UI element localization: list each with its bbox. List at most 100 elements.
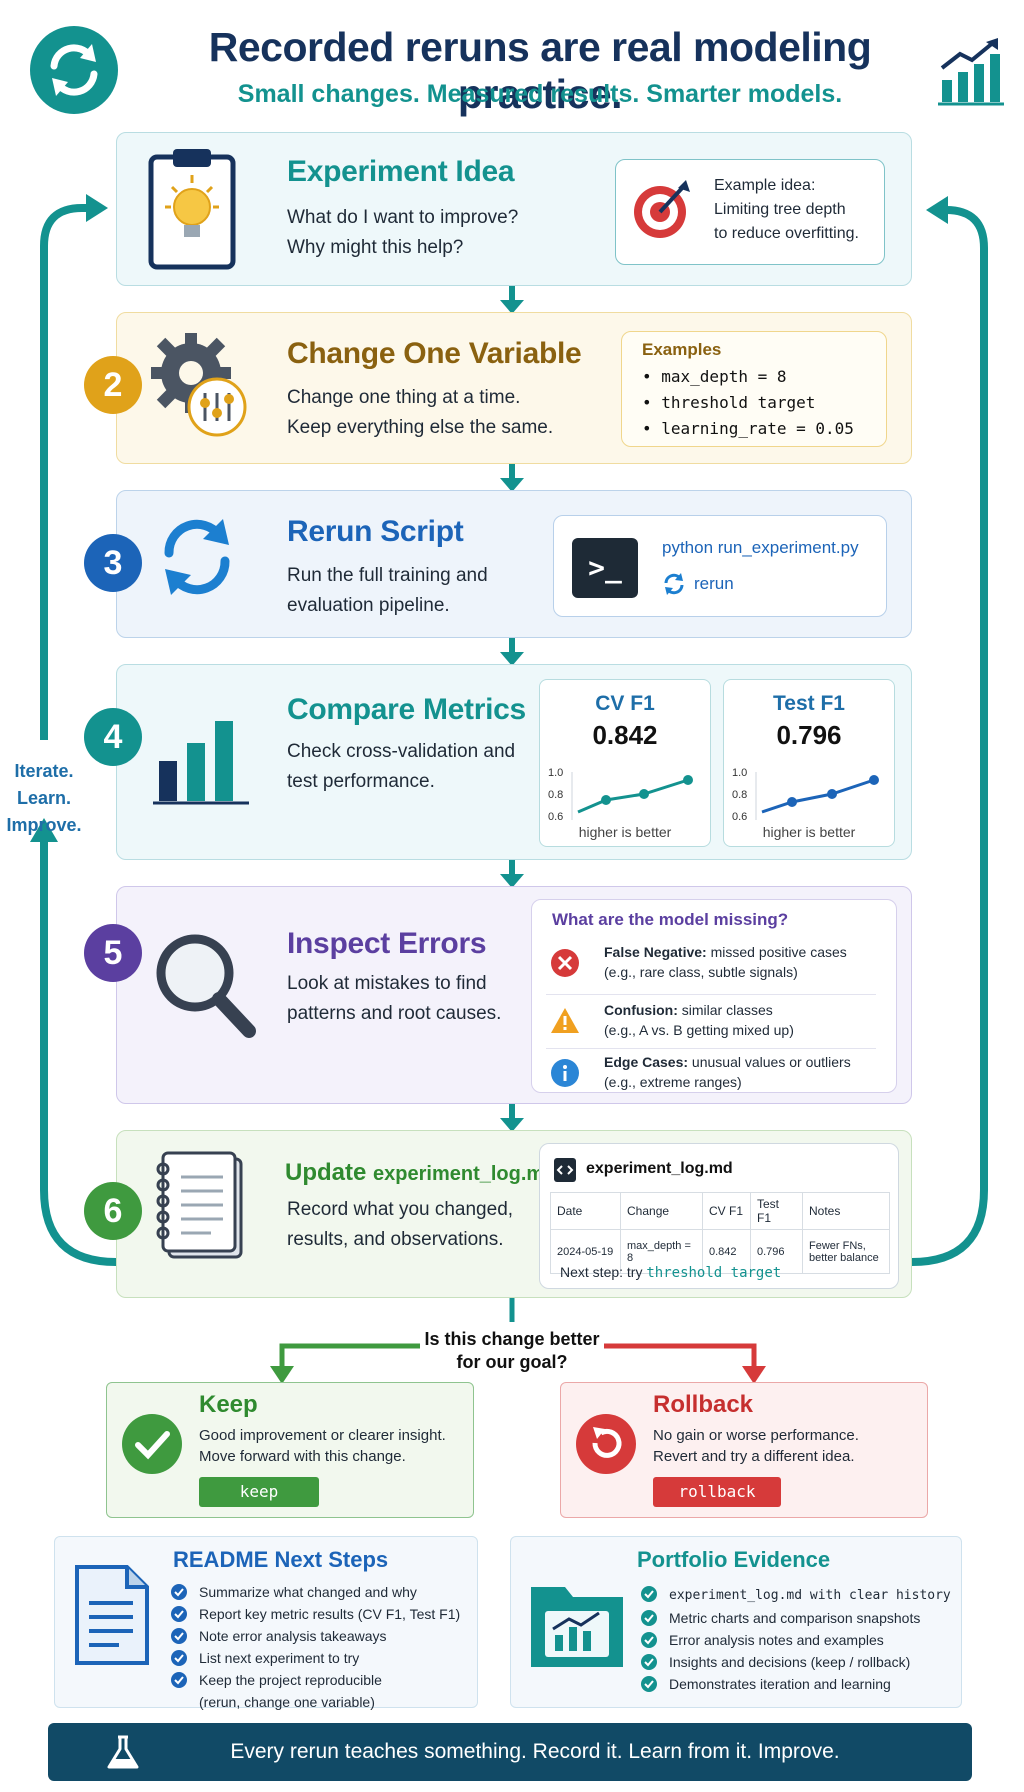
rollback-button[interactable]: rollback (653, 1477, 781, 1507)
error-item-false-negative: False Negative: missed positive cases (e… (546, 940, 876, 992)
log-table: Date Change CV F1 Test F1 Notes 2024-05-… (550, 1192, 890, 1274)
check-icon (171, 1584, 187, 1600)
page-title: Recorded reruns are real modeling practi… (208, 24, 872, 117)
check-icon (171, 1672, 187, 1688)
target-icon (630, 178, 692, 240)
table-header-row: Date Change CV F1 Test F1 Notes (550, 1192, 890, 1230)
list-item: Keep the project reproducible (171, 1669, 460, 1691)
metric-note: higher is better (762, 824, 856, 840)
mini-trend-chart: 1.0 0.8 0.6 (548, 767, 693, 822)
step-compare-metrics: Compare Metrics Check cross-validation a… (116, 664, 912, 860)
metric-value: 0.796 (776, 720, 842, 750)
step-number: 6 (84, 1182, 142, 1240)
keep-button[interactable]: keep (199, 1477, 319, 1507)
check-icon (641, 1654, 657, 1670)
table-row: 2024-05-19 max_depth = 8 0.842 0.796 Few… (550, 1229, 890, 1274)
folder-chart-icon (531, 1587, 623, 1667)
error-analysis-box: What are the model missing? False Negati… (531, 899, 897, 1093)
error-x-icon (551, 949, 579, 977)
example-idea-text: Example idea: Limiting tree depth to red… (714, 177, 859, 242)
examples-title: Examples (642, 340, 722, 359)
terminal-icon: >_ (572, 538, 638, 598)
step-title: Rerun Script (287, 515, 464, 548)
metric-label: Test F1 (773, 692, 845, 715)
refresh-icon (157, 515, 237, 599)
clipboard-lightbulb-icon (147, 145, 237, 271)
loop-label: Iterate. Learn. Improve. (6, 761, 82, 835)
footer-text: Every rerun teaches something. Record it… (230, 1740, 840, 1763)
warning-icon (551, 1008, 579, 1033)
check-icon (171, 1606, 187, 1622)
check-icon (641, 1676, 657, 1692)
portfolio-list: experiment_log.md with clear history Met… (641, 1583, 951, 1695)
gear-sliders-icon (147, 329, 247, 439)
step-rerun-script: Rerun Script Run the full training and e… (116, 490, 912, 638)
error-item-confusion: Confusion: similar classes (e.g., A vs. … (546, 998, 876, 1050)
metric-note: higher is better (578, 824, 672, 840)
next-step-text: Next step: try threshold target (560, 1264, 782, 1281)
footer-banner: Every rerun teaches something. Record it… (48, 1723, 972, 1781)
svg-text:0.8: 0.8 (732, 789, 747, 801)
step-title: Change One Variable (287, 337, 582, 370)
error-item-edge-cases: Edge Cases: unusual values or outliers (… (546, 1050, 876, 1102)
arrow-down-icon (500, 1104, 524, 1132)
rollback-description: No gain or worse performance. Revert and… (653, 1427, 859, 1465)
step-description: Record what you changed, results, and ob… (287, 1199, 514, 1250)
list-item: List next experiment to try (171, 1647, 460, 1669)
svg-text:1.0: 1.0 (548, 767, 563, 779)
list-item: Demonstrates iteration and learning (641, 1673, 951, 1695)
error-box-title: What are the model missing? (552, 910, 789, 929)
list-item: Error analysis notes and examples (641, 1629, 951, 1651)
step-description: Change one thing at a time. Keep everyth… (287, 387, 554, 438)
list-item-continuation: (rerun, change one variable) (199, 1694, 375, 1710)
step-description: Run the full training and evaluation pip… (287, 565, 488, 616)
metric-card-test-f1: Test F1 0.796 1.0 0.8 0.6 higher is bett… (723, 679, 895, 847)
examples-list: • max_depth = 8 • threshold target • lea… (642, 367, 854, 438)
growth-chart-icon (936, 36, 1006, 108)
check-icon (171, 1650, 187, 1666)
step-change-variable: Change One Variable Change one thing at … (116, 312, 912, 464)
keep-title: Keep (199, 1391, 258, 1418)
example-idea-bubble: Example idea: Limiting tree depth to red… (615, 159, 885, 265)
arrow-down-icon (500, 860, 524, 888)
metric-value: 0.842 (592, 720, 658, 750)
svg-text:1.0: 1.0 (732, 767, 747, 779)
info-icon (551, 1059, 579, 1087)
portfolio-title: Portfolio Evidence (637, 1547, 831, 1572)
keep-description: Good improvement or clearer insight. Mov… (199, 1427, 446, 1465)
bar-chart-icon (153, 711, 253, 809)
flask-icon (107, 1735, 139, 1769)
list-item: Insights and decisions (keep / rollback) (641, 1651, 951, 1673)
step-number: 4 (84, 708, 142, 766)
arrow-down-icon (500, 638, 524, 666)
readme-title: README Next Steps (173, 1547, 389, 1572)
rerun-label[interactable]: rerun (694, 574, 734, 593)
keep-box: Keep Good improvement or clearer insight… (106, 1382, 474, 1518)
step-experiment-idea: Experiment Idea What do I want to improv… (116, 132, 912, 286)
command-text[interactable]: python run_experiment.py (662, 538, 859, 557)
svg-text:0.8: 0.8 (548, 789, 563, 801)
list-item: Summarize what changed and why (171, 1581, 460, 1603)
decision-arrows (270, 1298, 766, 1384)
log-file-name: experiment_log.md (586, 1160, 733, 1177)
arrow-down-icon (500, 286, 524, 314)
step-update-log: Update experiment_log.md Record what you… (116, 1130, 912, 1298)
command-box: >_ python run_experiment.py rerun (553, 515, 887, 617)
svg-text:0.6: 0.6 (548, 811, 563, 822)
arrow-down-icon (500, 464, 524, 492)
refresh-logo-icon (30, 26, 118, 114)
rerun-icon (662, 572, 686, 596)
portfolio-panel: Portfolio Evidence experiment_log.md wit… (510, 1536, 962, 1708)
step-inspect-errors: Inspect Errors Look at mistakes to find … (116, 886, 912, 1104)
step-number: 3 (84, 534, 142, 592)
list-item: Note error analysis takeaways (171, 1625, 460, 1647)
list-item: Metric charts and comparison snapshots (641, 1607, 951, 1629)
examples-box: Examples • max_depth = 8 • threshold tar… (621, 331, 887, 447)
list-item: experiment_log.md with clear history (641, 1583, 951, 1607)
check-icon (641, 1632, 657, 1648)
metric-card-cv-f1: CV F1 0.842 1.0 0.8 0.6 higher is better (539, 679, 711, 847)
list-item: Report key metric results (CV F1, Test F… (171, 1603, 460, 1625)
step-number: 2 (84, 356, 142, 414)
step-title: Inspect Errors (287, 927, 487, 960)
step-description: Check cross-validation and test performa… (287, 741, 516, 792)
